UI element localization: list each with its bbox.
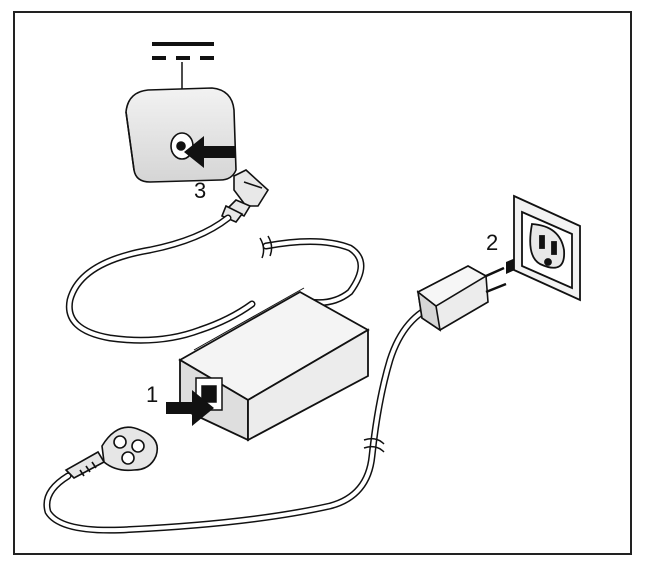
cloverleaf-plug: [64, 426, 159, 479]
arrow-1: [166, 390, 214, 426]
step-2-label: 2: [486, 230, 498, 255]
dc-symbol-icon: [152, 42, 214, 60]
step-3-label: 3: [194, 178, 206, 203]
cable-break-mark: [259, 235, 273, 259]
wall-outlet: [513, 194, 581, 302]
dc-plug: [220, 169, 270, 223]
arrow-3: [184, 136, 236, 168]
step-1-label: 1: [146, 382, 158, 407]
wall-plug: [416, 265, 507, 332]
frame-border: [13, 11, 632, 555]
cable-break-mark-2: [363, 437, 385, 453]
